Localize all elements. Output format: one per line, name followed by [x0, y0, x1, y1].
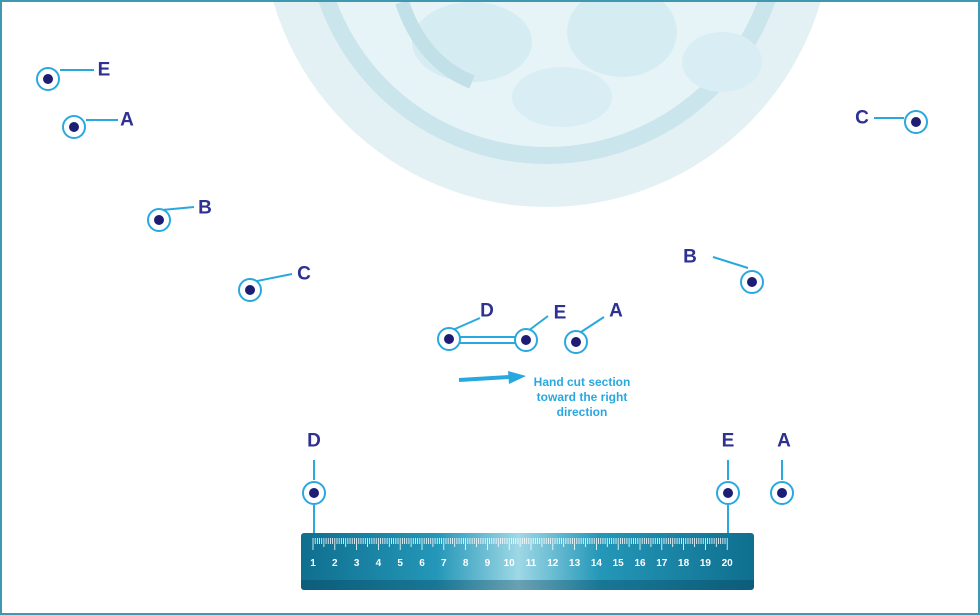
tissue-fold	[395, 2, 475, 89]
marker-dot	[777, 488, 787, 498]
marker-a[interactable]	[564, 330, 588, 354]
marker-d[interactable]	[302, 481, 326, 505]
marker-dot	[723, 488, 733, 498]
label-a: A	[609, 300, 623, 322]
label-d: D	[307, 430, 321, 452]
ruler-number: 14	[590, 558, 602, 569]
label-a: A	[120, 109, 134, 131]
ruler-number: 8	[462, 558, 469, 569]
ruler-number: 6	[419, 558, 425, 569]
direction-arrow-shaft	[458, 375, 511, 382]
marker-dot	[747, 277, 757, 287]
label-d: D	[480, 300, 494, 322]
cut-direction-note: Hand cut section toward the right direct…	[507, 375, 657, 420]
marker-dot	[444, 334, 454, 344]
label-e: E	[97, 59, 111, 81]
ruler-ticks	[312, 538, 728, 550]
marker-c[interactable]	[904, 110, 928, 134]
ruler-number: 17	[656, 558, 668, 569]
label-e: E	[721, 430, 735, 452]
ruler-number: 19	[699, 558, 711, 569]
note-line: Hand cut section	[533, 375, 631, 389]
ruler-number: 9	[484, 558, 491, 569]
marker-e[interactable]	[716, 481, 740, 505]
leader-line-c	[251, 273, 293, 283]
ruler-number: 12	[547, 558, 559, 569]
tissue-cell	[567, 2, 677, 77]
marker-e[interactable]	[36, 67, 60, 91]
marker-dot	[245, 285, 255, 295]
label-c: C	[855, 107, 869, 129]
marker-dot	[521, 335, 531, 345]
ruler-number: 16	[634, 558, 646, 569]
note-line: direction	[556, 405, 608, 419]
marker-b[interactable]	[740, 270, 764, 294]
ruler-number: 18	[678, 558, 690, 569]
ruler-number: 3	[353, 558, 360, 569]
label-b: B	[198, 197, 212, 219]
tissue-cell	[682, 32, 762, 92]
ruler-number: 5	[397, 558, 403, 569]
leader-line-b	[712, 256, 749, 269]
label-b: B	[683, 246, 697, 268]
marker-e[interactable]	[514, 328, 538, 352]
marker-dot	[911, 117, 921, 127]
marker-dot	[69, 122, 79, 132]
marker-d[interactable]	[437, 327, 461, 351]
ruler-number: 1	[310, 558, 316, 569]
label-c: C	[297, 263, 311, 285]
marker-dot	[309, 488, 319, 498]
marker-dot	[43, 74, 53, 84]
ruler-number: 13	[569, 558, 581, 569]
ruler-number: 10	[503, 558, 515, 569]
ruler-number: 4	[375, 558, 382, 569]
marker-dot	[571, 337, 581, 347]
marker-a[interactable]	[62, 115, 86, 139]
label-e: E	[553, 302, 567, 324]
marker-c[interactable]	[238, 278, 262, 302]
label-a: A	[777, 430, 791, 452]
marker-a[interactable]	[770, 481, 794, 505]
note-line: toward the right	[536, 390, 628, 404]
tissue-cell	[512, 67, 612, 127]
ruler-number: 11	[525, 558, 537, 569]
marker-dot	[154, 215, 164, 225]
ruler-shade	[301, 580, 754, 590]
ruler-number: 20	[721, 558, 733, 569]
ruler-number: 7	[441, 558, 447, 569]
ruler-number: 2	[332, 558, 338, 569]
marker-b[interactable]	[147, 208, 171, 232]
leader-line-b	[161, 206, 195, 211]
direction-arrow-head	[508, 371, 526, 384]
ruler-number: 15	[612, 558, 624, 569]
